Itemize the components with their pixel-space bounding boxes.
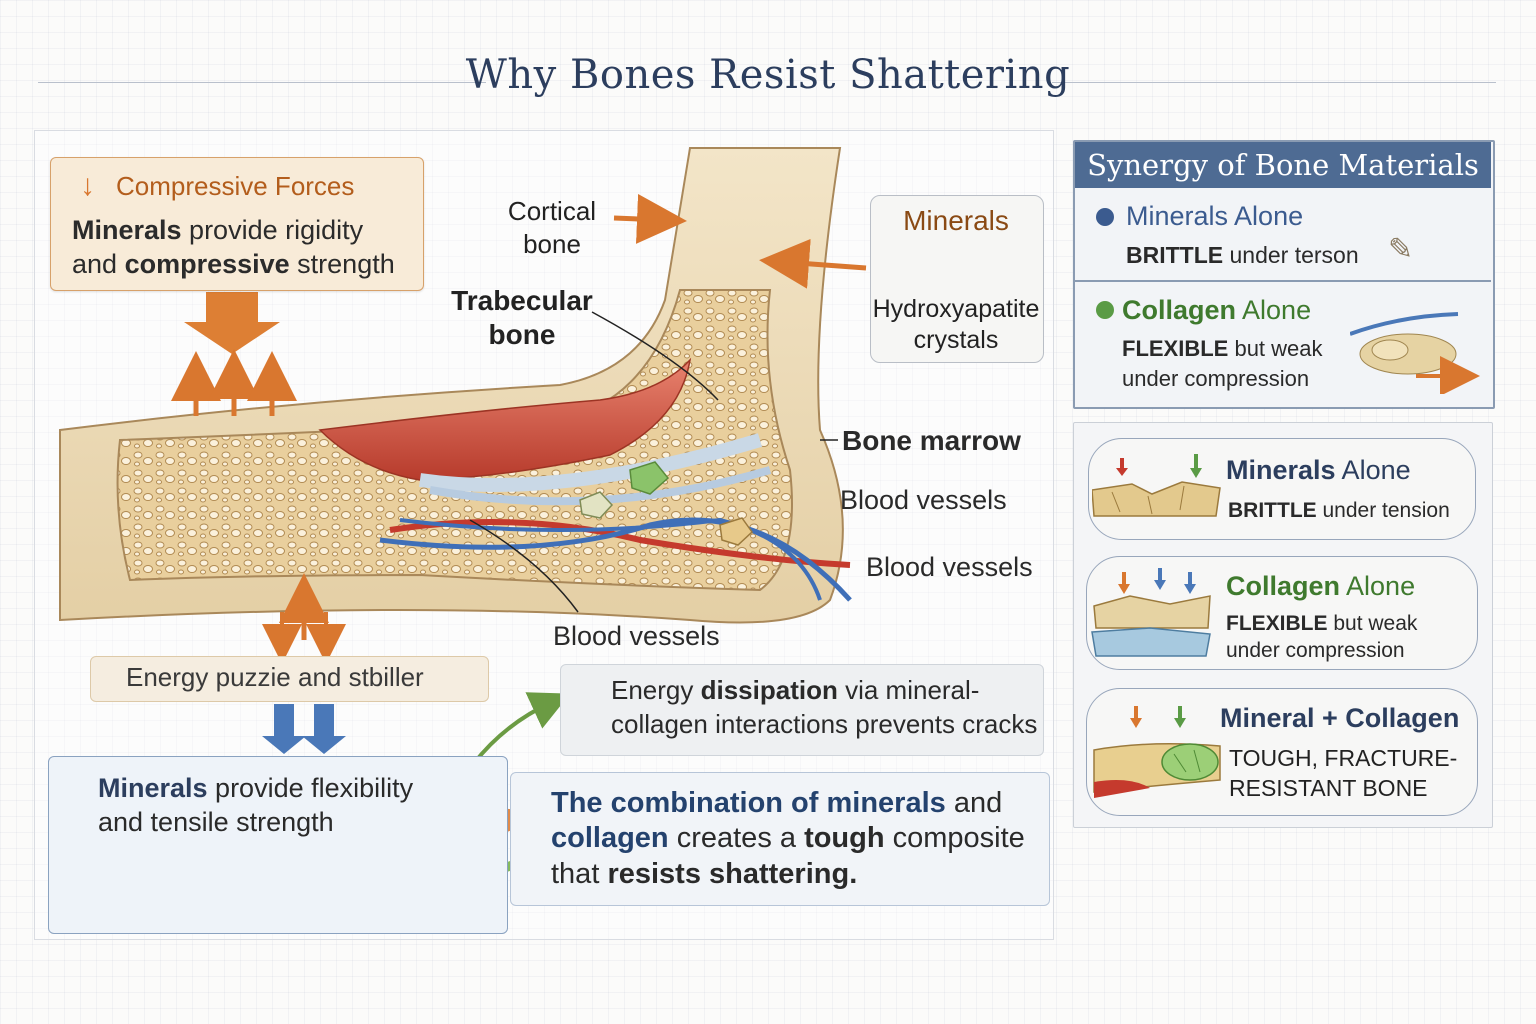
minerals-callout-box xyxy=(870,195,1044,363)
tough-bone-icon xyxy=(1093,706,1221,798)
blood-vessels-label-1: Blood vessels xyxy=(840,485,1007,515)
title-rule-left xyxy=(38,82,486,83)
energy-label: Energy puzzie and stbiller xyxy=(126,662,424,692)
brittle-fragment-icon: ✎ xyxy=(1388,233,1414,266)
synergy-item-minerals-heading: Minerals Alone xyxy=(1126,201,1304,231)
collagen-bundle-icon xyxy=(1350,312,1480,394)
compressive-description: Minerals provide rigidity and compressiv… xyxy=(72,215,395,279)
pill-minerals-alone xyxy=(1088,438,1476,540)
pill-combined-heading: Mineral + Collagen xyxy=(1220,703,1460,733)
blood-vessels-label-3: Blood vessels xyxy=(553,621,720,651)
bone-marrow-label: Bone marrow xyxy=(842,425,1021,456)
energy-dissipation-box xyxy=(560,664,1044,756)
down-arrow-icon: ↓ xyxy=(80,169,95,202)
combination-text: The combination of minerals and collagen… xyxy=(551,787,1025,890)
synergy-item-collagen-heading: Collagen Alone xyxy=(1122,295,1312,325)
title-rule-right xyxy=(1052,82,1496,83)
pill-collagen-desc: FLEXIBLE but weak under compression xyxy=(1226,612,1418,663)
weak-collagen-icon xyxy=(1091,568,1211,657)
combination-box xyxy=(510,772,1050,906)
pill-combined-desc: TOUGH, FRACTURE- RESISTANT BONE xyxy=(1229,745,1458,801)
synergy-item-collagen-desc: FLEXIBLE but weak under compression xyxy=(1122,336,1323,391)
pill-collagen-heading: Collagen Alone xyxy=(1226,571,1416,601)
muscle-shape xyxy=(318,357,692,481)
synergy-divider xyxy=(1075,280,1491,282)
tensile-strength-box xyxy=(48,756,508,934)
compressive-heading: Compressive Forces xyxy=(116,171,355,201)
green-dot-icon xyxy=(1096,301,1114,319)
compressive-arrows xyxy=(171,292,297,416)
compressive-forces-box xyxy=(50,157,424,291)
synergy-item-minerals-desc: BRITTLE under terson xyxy=(1126,242,1359,268)
tension-arrows-orange xyxy=(262,573,346,664)
pill-minerals-desc: BRITTLE under tension xyxy=(1228,499,1450,522)
tensile-description: Minerals provide flexibility and tensile… xyxy=(98,773,414,837)
blue-dot-icon xyxy=(1096,208,1114,226)
energy-label-box xyxy=(90,656,489,702)
blood-vessel-red xyxy=(389,519,851,568)
synergy-header: Synergy of Bone Materials xyxy=(1075,142,1491,188)
minerals-callout-title: Minerals xyxy=(903,205,1009,236)
brittle-mineral-icon xyxy=(1092,454,1221,517)
page-title: Why Bones Resist Shattering xyxy=(465,52,1071,98)
tension-arrows-blue xyxy=(262,704,346,754)
blood-vessels-label-2: Blood vessels xyxy=(866,552,1033,582)
pill-minerals-heading: Minerals Alone xyxy=(1226,455,1411,485)
energy-dissipation-text: Energy dissipation via mineral- collagen… xyxy=(611,675,1038,739)
